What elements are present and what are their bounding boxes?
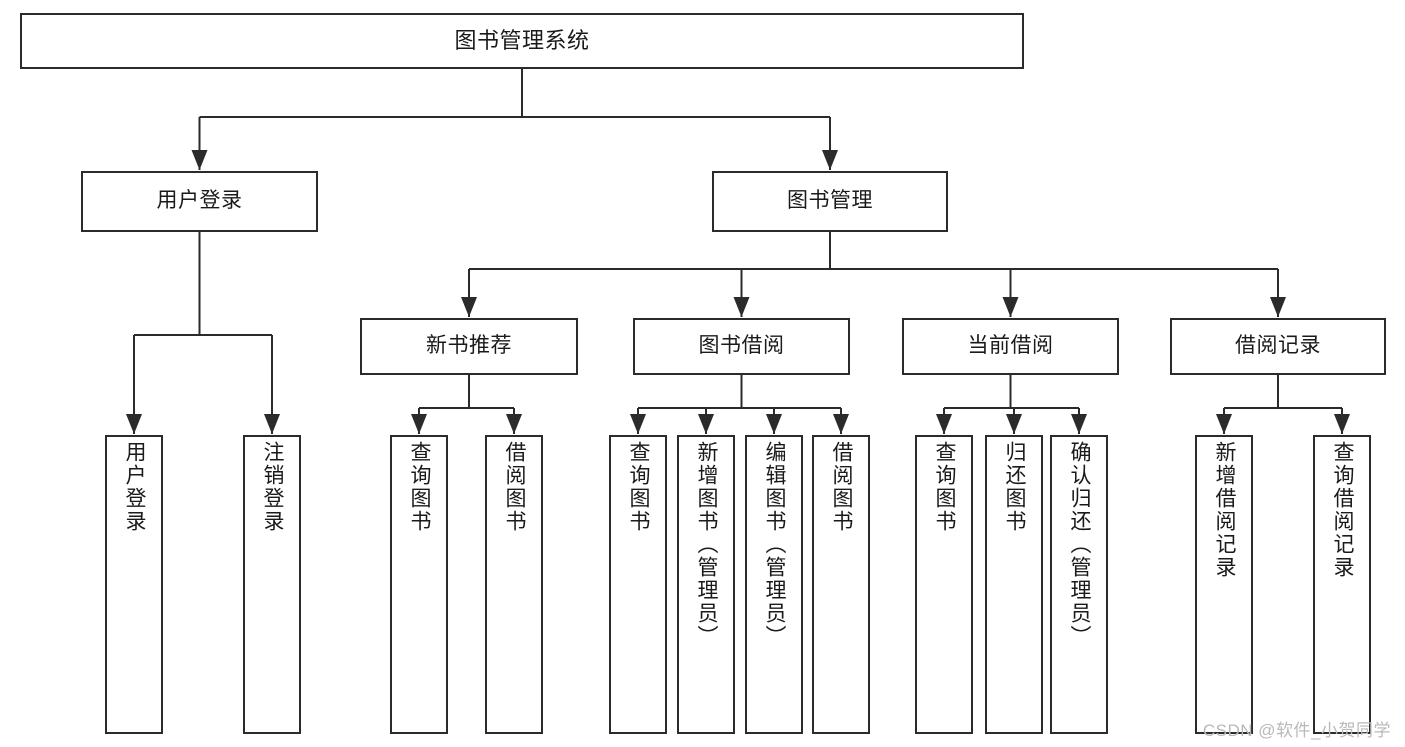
arrow-head-icon bbox=[411, 414, 427, 434]
node-current-borrow[interactable]: 当前借阅 bbox=[902, 318, 1119, 375]
node-leaf-add-record[interactable]: 新增借阅记录 bbox=[1195, 435, 1253, 734]
node-leaf-query-book-1[interactable]: 查询图书 bbox=[390, 435, 448, 734]
node-label: 用户登录 bbox=[156, 189, 243, 213]
node-leaf-borrow-book-2[interactable]: 借阅图书 bbox=[812, 435, 870, 734]
node-leaf-return-book[interactable]: 归还图书 bbox=[985, 435, 1043, 734]
node-label: 查询图书 bbox=[627, 441, 651, 533]
arrow-head-icon bbox=[1270, 297, 1286, 317]
node-label: 查询借阅记录 bbox=[1331, 441, 1355, 579]
arrow-head-icon bbox=[833, 414, 849, 434]
arrow-head-icon bbox=[264, 414, 280, 434]
arrow-head-icon bbox=[822, 150, 838, 170]
node-user-login[interactable]: 用户登录 bbox=[81, 171, 318, 232]
arrow-head-icon bbox=[1334, 414, 1350, 434]
node-label: 新增图书（管理员） bbox=[695, 441, 719, 648]
arrow-head-icon bbox=[191, 150, 208, 170]
arrow-head-icon bbox=[733, 297, 750, 317]
node-leaf-confirm-return[interactable]: 确认归还（管理员） bbox=[1050, 435, 1108, 734]
node-label: 图书借阅 bbox=[698, 334, 785, 358]
node-label: 查询图书 bbox=[408, 441, 432, 533]
node-label: 借阅记录 bbox=[1235, 334, 1321, 358]
node-label: 注销登录 bbox=[261, 441, 285, 533]
node-label: 确认归还（管理员） bbox=[1068, 441, 1092, 648]
node-label: 图书管理 bbox=[787, 189, 873, 213]
watermark: CSDN @软件_小贺同学 bbox=[1202, 721, 1391, 740]
node-book-borrow[interactable]: 图书借阅 bbox=[633, 318, 850, 375]
node-new-book-rec[interactable]: 新书推荐 bbox=[360, 318, 578, 375]
arrow-head-icon bbox=[126, 414, 142, 434]
node-leaf-query-book-3[interactable]: 查询图书 bbox=[915, 435, 973, 734]
node-label: 当前借阅 bbox=[967, 334, 1054, 358]
arrow-head-icon bbox=[461, 297, 477, 317]
arrow-head-icon bbox=[1006, 414, 1022, 434]
arrow-head-icon bbox=[1071, 414, 1087, 434]
arrow-head-icon bbox=[506, 414, 522, 434]
node-label: 新增借阅记录 bbox=[1213, 441, 1237, 579]
node-leaf-query-book-2[interactable]: 查询图书 bbox=[609, 435, 667, 734]
node-label: 新书推荐 bbox=[426, 334, 512, 358]
arrow-head-icon bbox=[1002, 297, 1019, 317]
node-borrow-record[interactable]: 借阅记录 bbox=[1170, 318, 1386, 375]
node-leaf-add-book[interactable]: 新增图书（管理员） bbox=[677, 435, 735, 734]
arrow-head-icon bbox=[698, 414, 714, 434]
node-label: 编辑图书（管理员） bbox=[763, 441, 787, 648]
node-label: 借阅图书 bbox=[503, 441, 527, 533]
arrow-head-icon bbox=[766, 414, 782, 434]
node-leaf-user-login[interactable]: 用户登录 bbox=[105, 435, 163, 734]
node-leaf-borrow-book-1[interactable]: 借阅图书 bbox=[485, 435, 543, 734]
node-label: 用户登录 bbox=[123, 441, 147, 533]
arrow-head-icon bbox=[630, 414, 646, 434]
node-label: 查询图书 bbox=[933, 441, 957, 533]
node-label: 借阅图书 bbox=[830, 441, 854, 533]
arrow-head-icon bbox=[1216, 414, 1232, 434]
node-root[interactable]: 图书管理系统 bbox=[20, 13, 1024, 69]
node-leaf-query-record[interactable]: 查询借阅记录 bbox=[1313, 435, 1371, 734]
node-book-manage[interactable]: 图书管理 bbox=[712, 171, 948, 232]
arrow-head-icon bbox=[936, 414, 952, 434]
node-label: 归还图书 bbox=[1003, 441, 1027, 533]
node-leaf-edit-book[interactable]: 编辑图书（管理员） bbox=[745, 435, 803, 734]
node-label: 图书管理系统 bbox=[454, 28, 590, 54]
node-leaf-logout[interactable]: 注销登录 bbox=[243, 435, 301, 734]
